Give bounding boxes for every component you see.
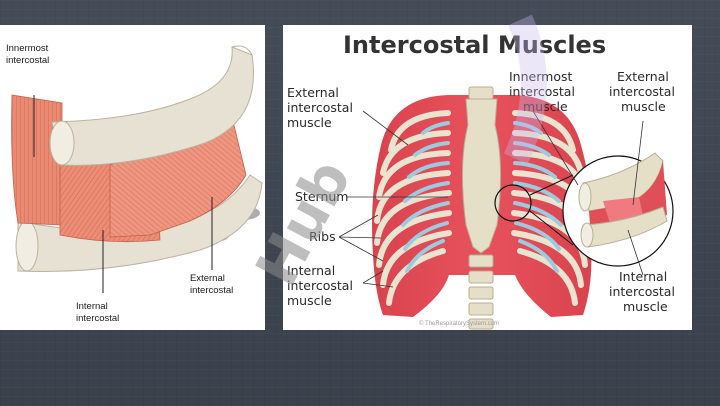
innermost-intercostal-muscle (11, 94, 63, 226)
internal-intercostal-label-line2: intercostal (287, 278, 353, 293)
internal-label-line2: intercostal (76, 313, 119, 324)
lower-rib-end (15, 220, 39, 272)
ribs-label: Ribs (309, 229, 336, 244)
innermost-label-line2: intercostal (6, 55, 49, 66)
sternum (461, 98, 502, 254)
internal-label-line1: Internal (76, 301, 108, 312)
inset-magnified-rib-section (578, 152, 668, 248)
inset-source-circle (494, 184, 532, 222)
vertebra-top (468, 86, 494, 100)
external-inset-label-line3: muscle (621, 99, 666, 114)
credit-text: © TheRespiratorySystem.com (419, 320, 499, 327)
leader-lines (338, 110, 644, 288)
upper-rib-end (49, 120, 75, 166)
external-intercostal-label-line1: External (287, 85, 339, 100)
external-inset-label-line1: External (617, 69, 669, 84)
innermost-intercostal-label-line2: intercostal (509, 84, 575, 99)
intercostal-muscles-diagram-panel: Intercostal Muscles (283, 25, 692, 330)
external-label-line1: External (190, 273, 225, 284)
external-label-line2: intercostal (190, 285, 233, 296)
spine (468, 254, 494, 330)
inset-connector (529, 210, 574, 246)
innermost-intercostal-label-line1: Innermost (509, 69, 572, 84)
rib-section-illustration: Innermost intercostal External intercost… (6, 43, 263, 324)
internal-intercostal-label-line1: Internal (287, 263, 335, 278)
left-ribs (374, 110, 452, 306)
internal-inset-label-line2: intercostal (609, 284, 675, 299)
internal-intercostal-label-line3: muscle (287, 293, 332, 308)
innermost-intercostal-label-line3: muscle (523, 99, 568, 114)
innermost-label-line1: Innermost (6, 43, 49, 54)
rib-cage-illustration: Intercostal Muscles (287, 31, 675, 330)
upper-rib-edge (231, 45, 253, 56)
sternum-label: Sternum (295, 189, 348, 204)
external-intercostal-label-line2: intercostal (287, 100, 353, 115)
internal-inset-label-line3: muscle (623, 299, 668, 314)
upper-rib (51, 46, 254, 166)
rib-section-diagram-panel: Innermost intercostal External intercost… (0, 25, 265, 330)
external-inset-label-line2: intercostal (609, 84, 675, 99)
diagram-title: Intercostal Muscles (343, 31, 606, 59)
inset-connector (529, 174, 574, 196)
internal-inset-label-line1: Internal (619, 269, 667, 284)
external-intercostal-label-line3: muscle (287, 115, 332, 130)
